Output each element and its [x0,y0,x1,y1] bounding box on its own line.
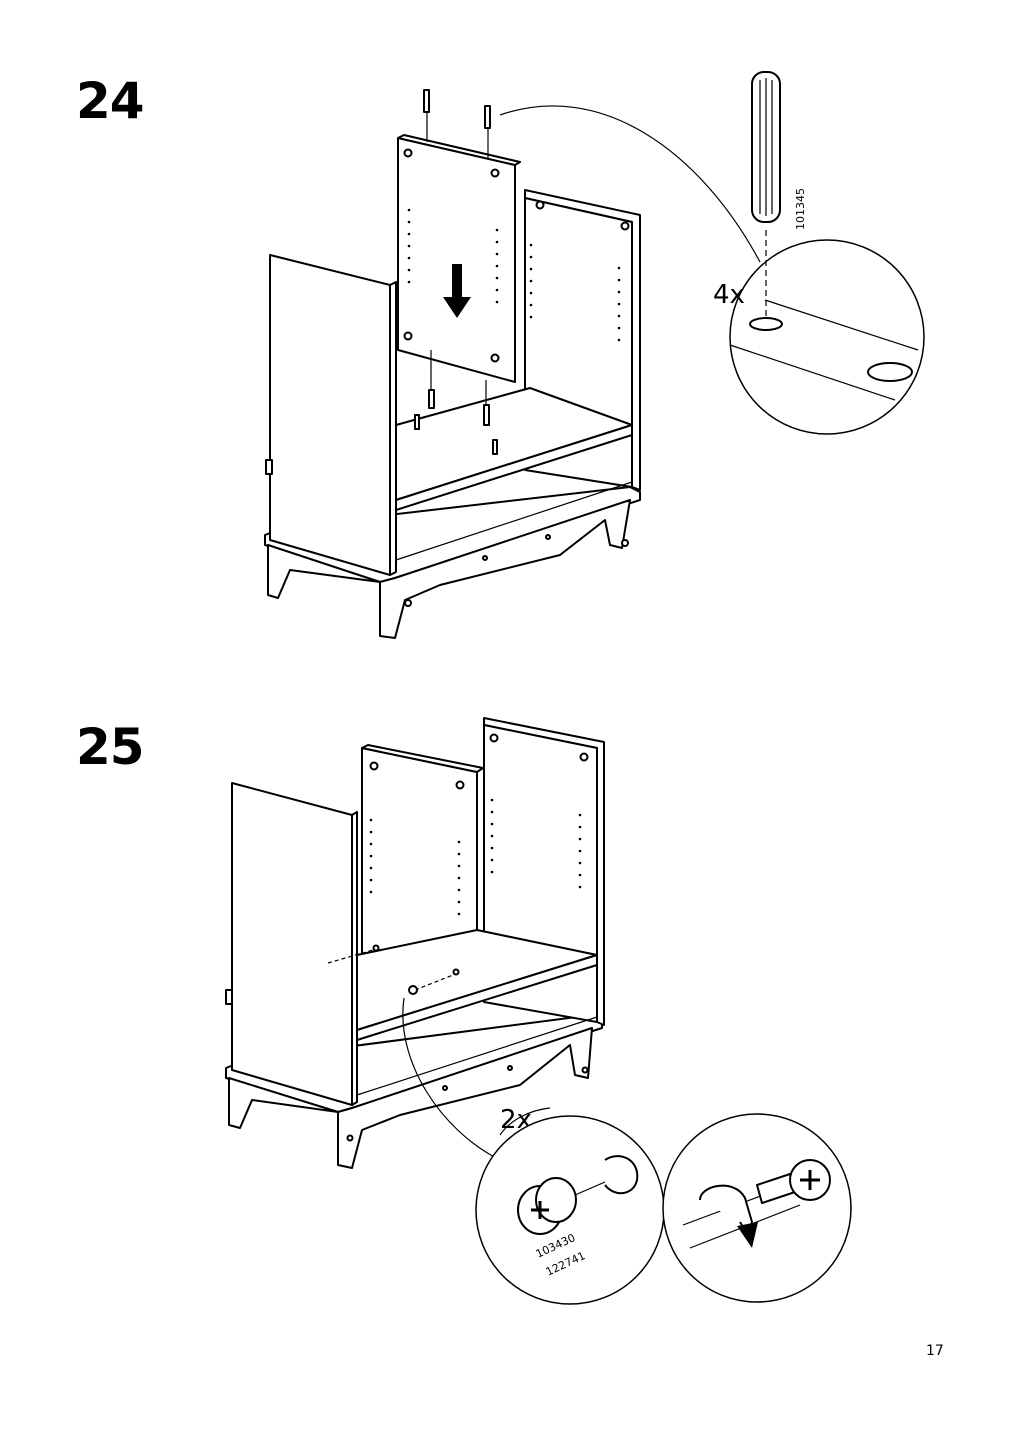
step-24-cabinet-illustration [264,89,761,639]
step-24-detail-magnifier: 4x 101345 [713,71,925,435]
step-number-25: 25 [76,718,145,776]
step-25-cabinet-illustration [225,717,605,1169]
page-number: 17 [926,1343,944,1359]
step-25-detail-cam-lock: 2x 103430 122741 [475,1105,665,1305]
quantity-4x: 4x [713,280,745,310]
step-25-detail-turn-screwdriver [662,1113,852,1303]
part-code-101345: 101345 [794,188,807,230]
step-number-24: 24 [76,72,145,130]
